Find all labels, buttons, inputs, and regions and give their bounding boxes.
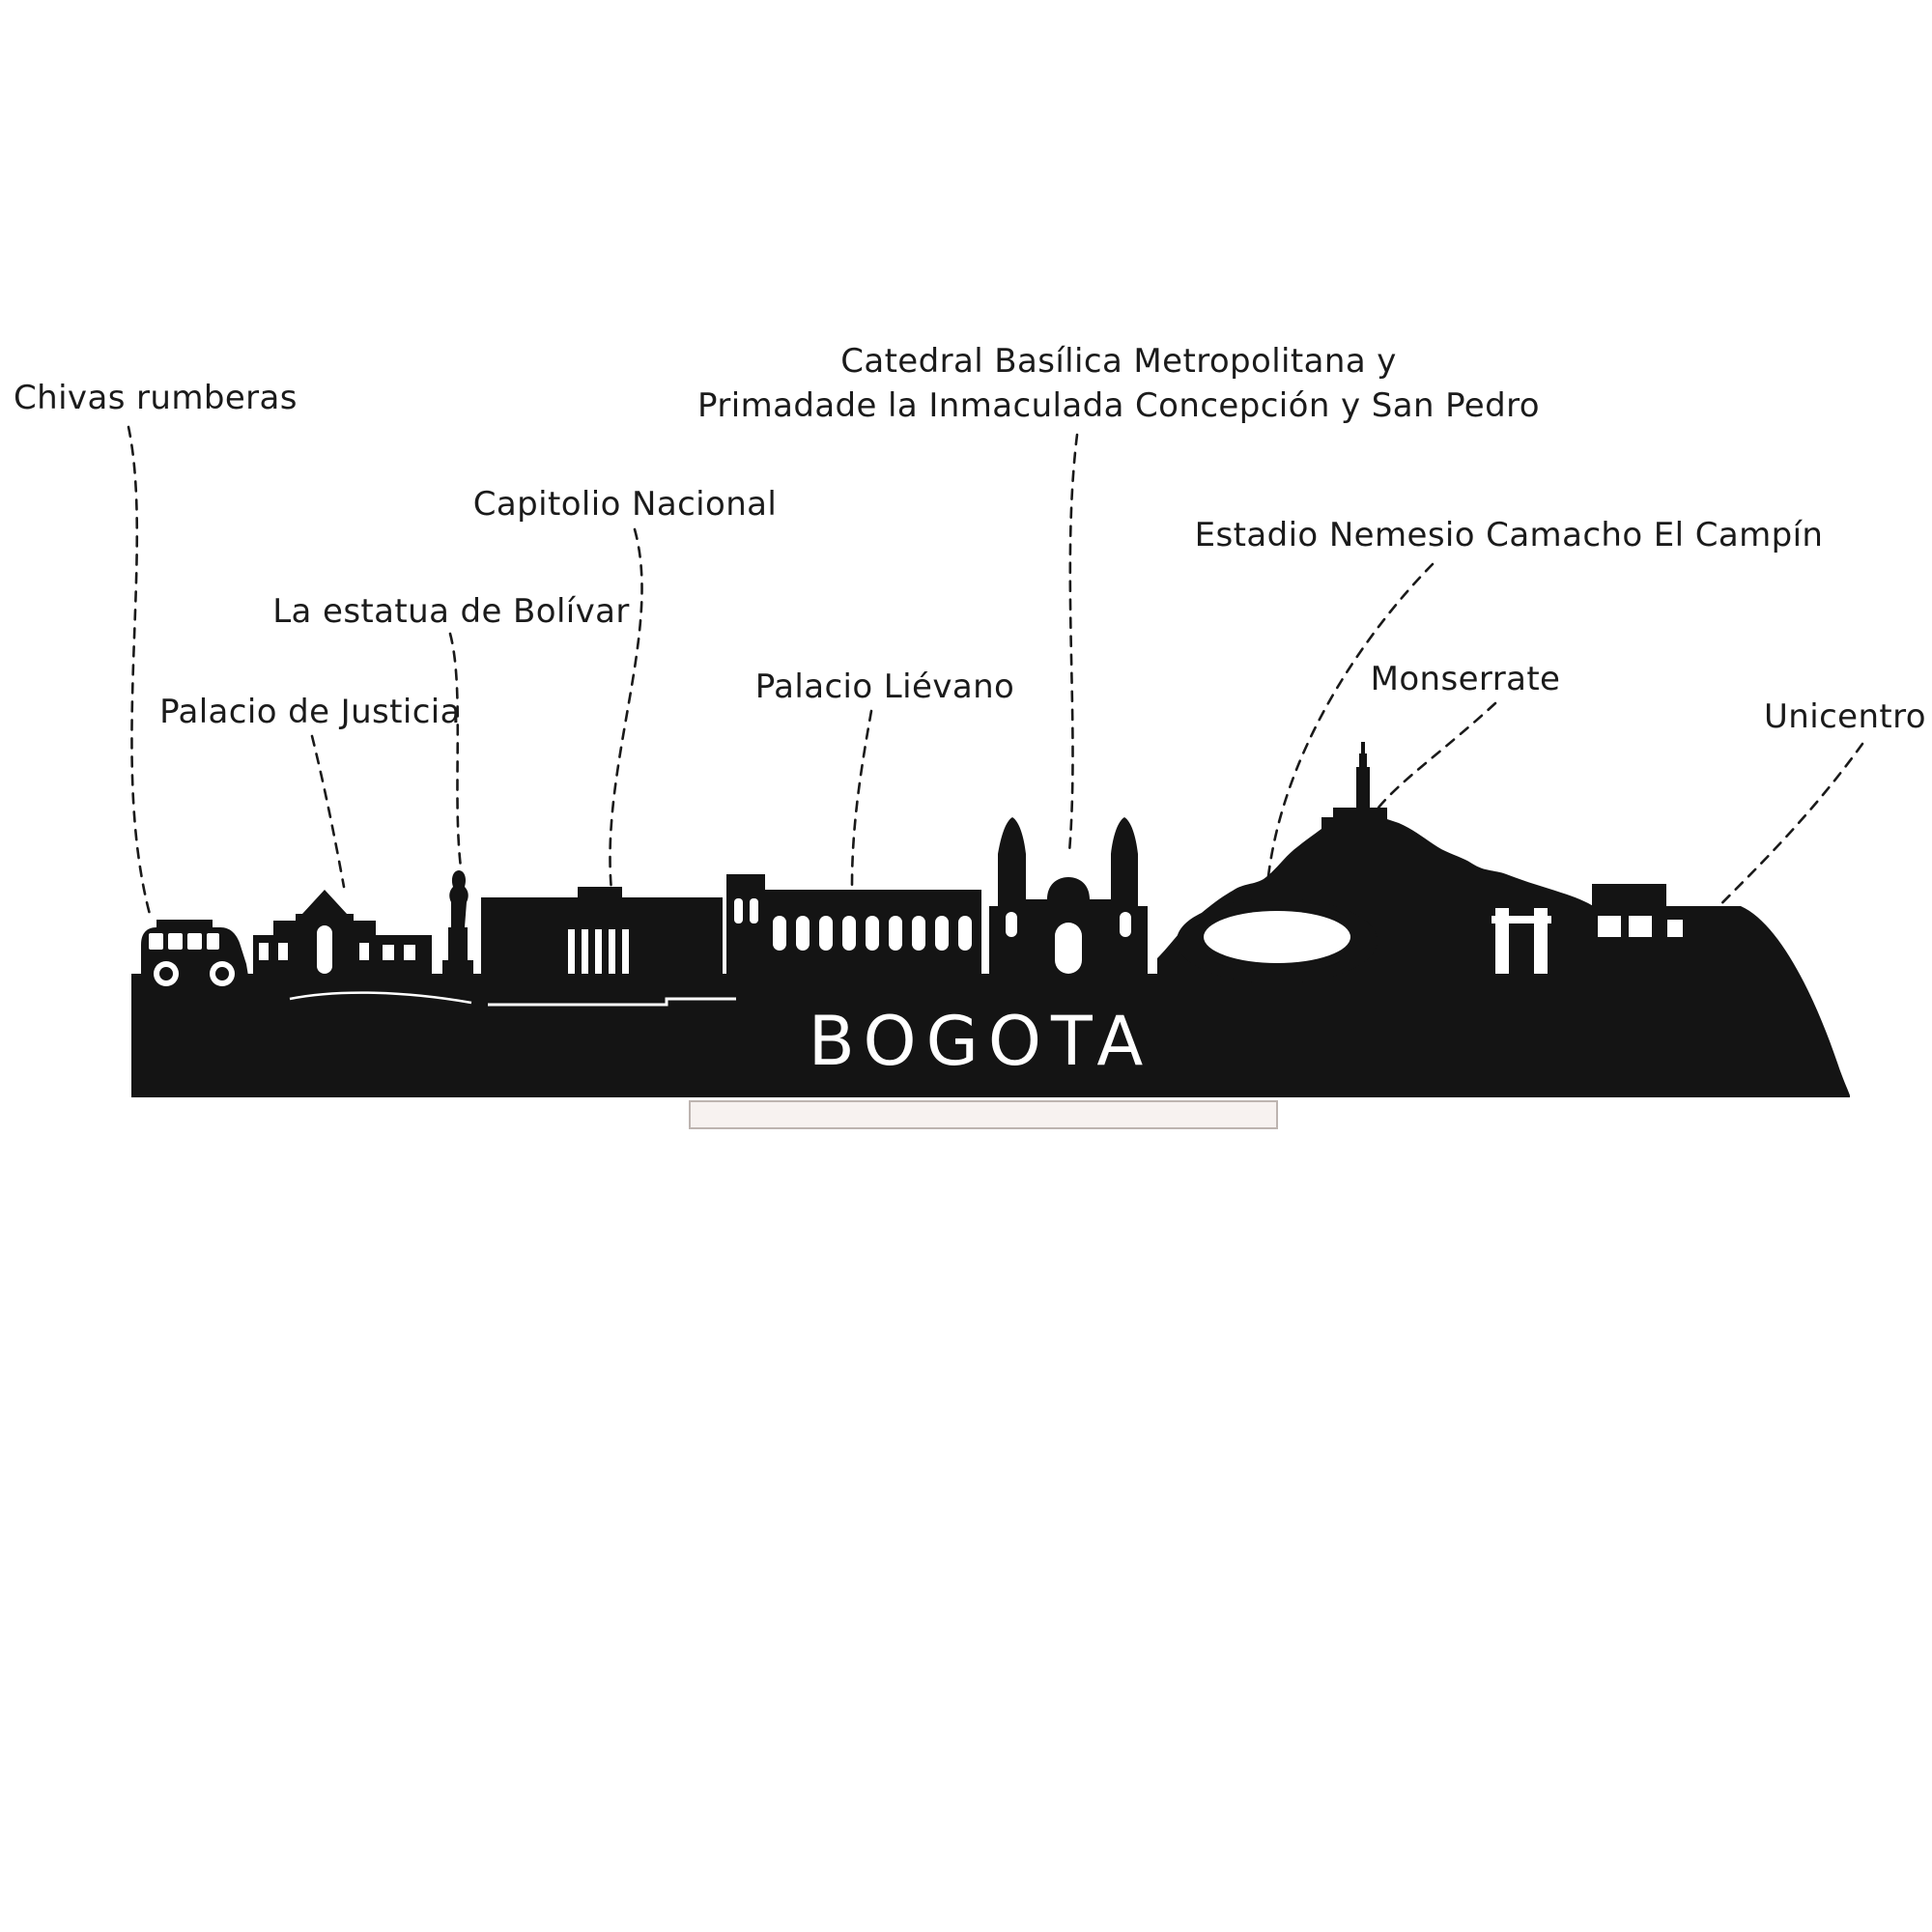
- justicia-door: [317, 925, 332, 974]
- lievano-arch: [773, 916, 786, 951]
- bus-wheel: [159, 967, 173, 980]
- bus-window: [149, 933, 163, 950]
- engraved-path-line: [289, 991, 472, 1005]
- right-building-slit: [1534, 908, 1548, 974]
- label-palacio-lievano: Palacio Liévano: [754, 668, 1015, 706]
- justicia-window: [383, 945, 394, 960]
- lievano-arch: [819, 916, 833, 951]
- lievano-arch: [734, 898, 743, 923]
- stadium-field-cutout: [1204, 911, 1350, 963]
- justicia-window: [359, 943, 369, 960]
- bus-window: [168, 933, 183, 950]
- bolivar-statue-pedestal: [442, 927, 473, 974]
- label-unicentro: Unicentro: [1763, 697, 1926, 736]
- cathedral-door: [1055, 923, 1082, 974]
- right-building-window: [1598, 916, 1621, 937]
- leader-capitolio-nacional: [609, 527, 643, 893]
- leader-monserrate: [1377, 701, 1497, 810]
- lievano-arch: [866, 916, 879, 951]
- right-building-window: [1667, 920, 1683, 937]
- leader-palacio-lievano: [850, 709, 873, 887]
- right-building-window: [1629, 916, 1652, 937]
- lievano-arch: [842, 916, 856, 951]
- capitolio-column-slit: [609, 929, 615, 974]
- capitolio-column-slit: [595, 929, 602, 974]
- label-catedral: Catedral Basílica Metropolitana y Primad…: [684, 340, 1553, 428]
- lievano-arch: [796, 916, 810, 951]
- capitolio-column-slit: [622, 929, 629, 974]
- lievano-arch: [935, 916, 949, 951]
- lievano-arch: [912, 916, 925, 951]
- label-estatua-de-bolivar: La estatua de Bolívar: [272, 592, 630, 631]
- label-catedral-line2: Primadade la Inmaculada Concepción y San…: [697, 385, 1540, 425]
- chiva-bus-roofrack: [156, 920, 213, 928]
- lievano-arch: [958, 916, 972, 951]
- leader-palacio-de-justicia: [310, 734, 346, 889]
- capitolio-column-slit: [568, 929, 575, 974]
- leader-lines: [127, 425, 1864, 925]
- bus-window: [187, 933, 202, 950]
- leader-unicentro: [1700, 742, 1864, 925]
- bus-wheel: [215, 967, 229, 980]
- right-building-band: [1492, 916, 1551, 923]
- lievano-arch: [889, 916, 902, 951]
- engraved-step-line: [488, 997, 736, 1007]
- engraved-lines: [289, 991, 736, 1007]
- label-palacio-de-justicia: Palacio de Justicia: [159, 693, 461, 731]
- cathedral-tower-window: [1120, 912, 1131, 937]
- label-capitolio-nacional: Capitolio Nacional: [472, 485, 778, 524]
- label-catedral-line1: Catedral Basílica Metropolitana y: [840, 342, 1397, 381]
- leader-estatua-de-bolivar: [448, 632, 463, 869]
- capitolio-roof-block: [578, 887, 622, 898]
- leader-estadio: [1264, 562, 1435, 920]
- skyline-main: [131, 817, 1850, 1097]
- cathedral-tower-window: [1006, 912, 1017, 937]
- label-monserrate: Monserrate: [1370, 660, 1561, 698]
- label-chivas-rumberas: Chivas rumberas: [14, 379, 298, 417]
- lievano-arch: [750, 898, 758, 923]
- display-stand: [689, 1100, 1278, 1129]
- justicia-window: [404, 945, 415, 960]
- justicia-window: [259, 943, 269, 960]
- leader-catedral: [1067, 433, 1079, 854]
- bolivar-statue-figure: [449, 870, 469, 927]
- capitolio-column-slit: [582, 929, 588, 974]
- city-name-cutout: BOGOTA: [809, 1002, 1152, 1081]
- leader-chivas-rumberas: [127, 425, 153, 920]
- silhouette-cutouts: [149, 898, 1683, 986]
- label-estadio: Estadio Nemesio Camacho El Campín: [1194, 516, 1824, 554]
- justicia-window: [278, 943, 288, 960]
- bus-wheels: [159, 967, 229, 980]
- right-building-slit: [1495, 908, 1509, 974]
- bus-window: [207, 933, 219, 950]
